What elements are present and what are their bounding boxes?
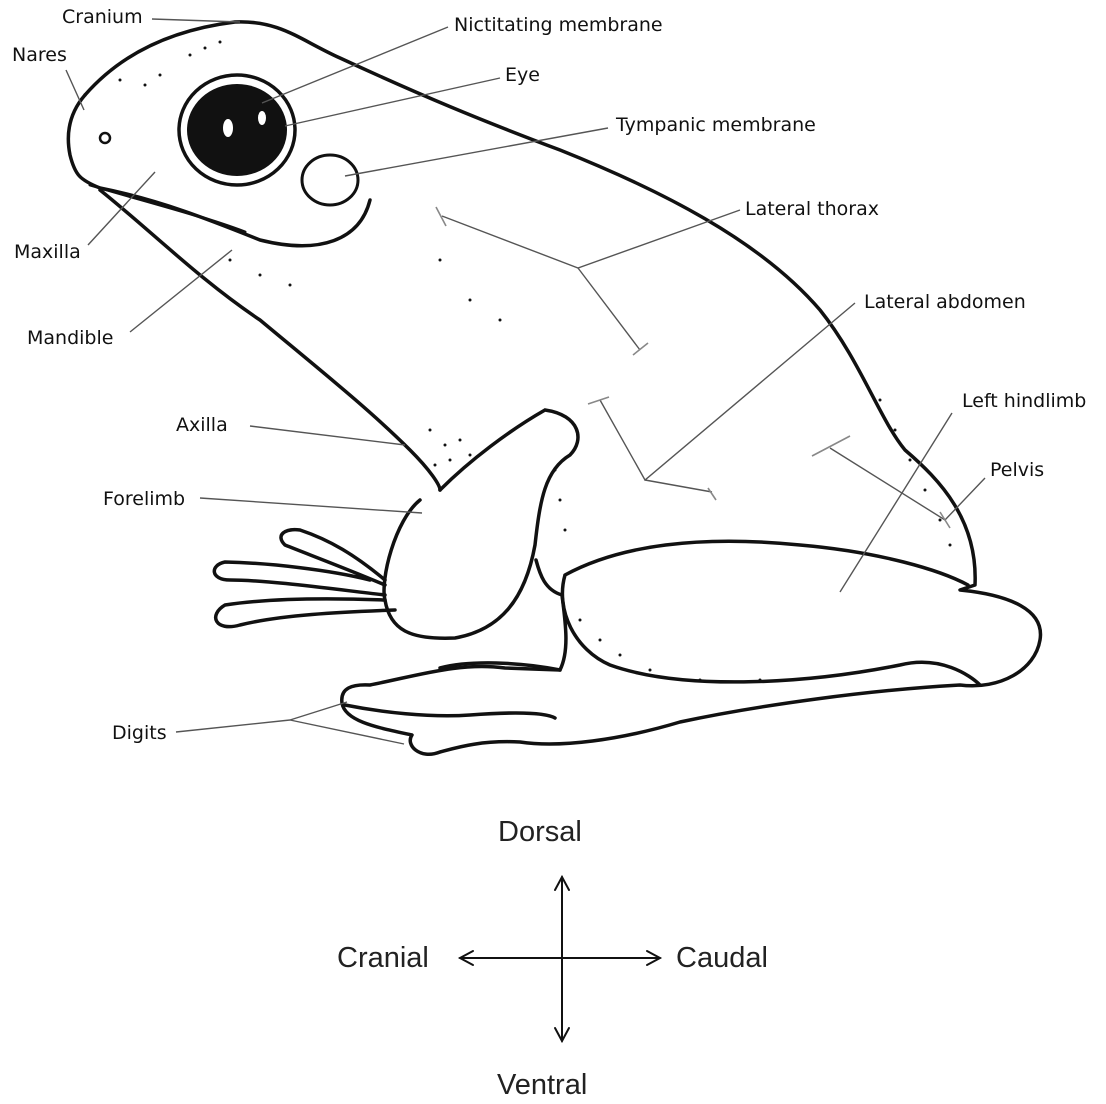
bracket-ticks — [436, 207, 950, 528]
label-eye: Eye — [505, 66, 540, 85]
label-pelvis: Pelvis — [990, 461, 1044, 480]
direction-caudal: Caudal — [676, 944, 768, 973]
direction-dorsal: Dorsal — [498, 818, 582, 847]
label-lateral-thorax: Lateral thorax — [745, 200, 879, 219]
hind-foot — [345, 663, 560, 718]
direction-cross — [460, 877, 660, 1041]
direction-cranial: Cranial — [337, 944, 429, 973]
eye-highlight — [223, 119, 233, 137]
label-digits: Digits — [112, 724, 167, 743]
leader-lateral-thorax — [442, 210, 740, 268]
hindlimb-outline — [562, 541, 980, 685]
leader-lateral-thorax-2 — [578, 268, 640, 350]
forelimb-fingers — [214, 530, 395, 627]
label-tympanic-membrane: Tympanic membrane — [616, 116, 816, 135]
label-cranium: Cranium — [62, 8, 143, 27]
label-maxilla: Maxilla — [14, 243, 81, 262]
label-mandible: Mandible — [27, 329, 113, 348]
eye-highlight-2 — [258, 111, 266, 125]
forelimb-outline — [384, 410, 578, 638]
leader-mandible — [130, 250, 232, 332]
tympanum — [302, 155, 358, 205]
label-lateral-abdomen: Lateral abdomen — [864, 293, 1026, 312]
nostril — [100, 133, 110, 143]
leader-maxilla — [88, 172, 155, 245]
label-nictitating-membrane: Nictitating membrane — [454, 16, 663, 35]
leader-digits-1 — [176, 720, 290, 732]
label-nares: Nares — [12, 46, 67, 65]
leader-eye — [285, 78, 500, 126]
leader-nictitating — [262, 27, 448, 103]
leader-lateral-abdomen-2 — [645, 480, 712, 492]
label-forelimb: Forelimb — [103, 490, 185, 509]
leader-cranium — [152, 19, 240, 22]
eye-pupil — [187, 84, 287, 176]
mouth-line — [90, 185, 245, 232]
leader-forelimb — [200, 498, 422, 513]
label-axilla: Axilla — [176, 416, 228, 435]
direction-ventral: Ventral — [497, 1071, 587, 1100]
label-left-hindlimb: Left hindlimb — [962, 392, 1086, 411]
leader-nares — [66, 70, 84, 110]
leader-digits-2 — [290, 702, 347, 720]
leader-digits-3 — [290, 720, 404, 744]
throat-outline — [100, 190, 440, 490]
leader-axilla — [250, 426, 405, 445]
